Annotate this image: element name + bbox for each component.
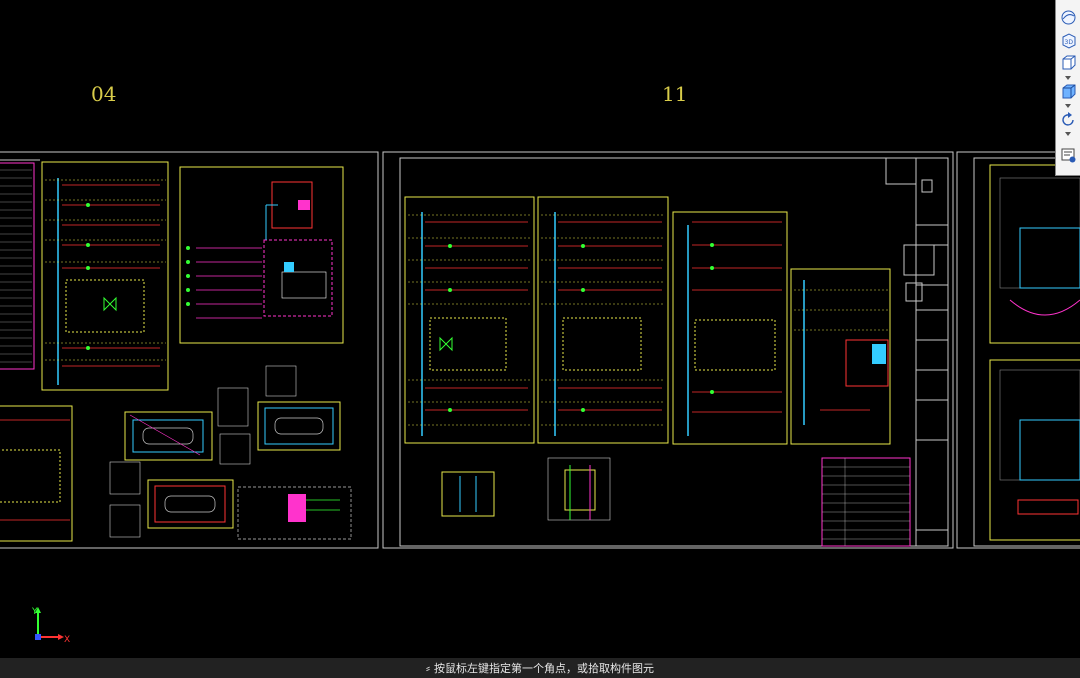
sheet-frame-left <box>0 151 379 549</box>
top-view-cube-icon[interactable] <box>1059 53 1078 72</box>
view-navigation-toolbar: 3D <box>1055 0 1080 176</box>
orbit-icon[interactable] <box>1059 8 1078 27</box>
equipment-diagram-left <box>237 486 352 540</box>
ucs-axis-icon: Y X <box>31 607 70 645</box>
shaded-cube-icon[interactable] <box>1059 82 1078 101</box>
command-prompt-text: 按鼠标左键指定第一个角点，或拾取构件图元 <box>434 662 654 675</box>
equipment-tables-left <box>109 365 297 538</box>
ucs-x-label: X <box>64 635 70 645</box>
sheet-frame-middle <box>382 151 954 549</box>
rotate-icon[interactable] <box>1059 110 1078 129</box>
floor-plan-right-lower <box>989 359 1080 541</box>
legend-table-middle <box>821 457 911 547</box>
riser-diagram-d <box>790 268 891 445</box>
sheet-frame-right <box>956 151 1080 549</box>
control-schematic-left <box>179 166 344 344</box>
legend-table-left-lines <box>0 169 32 363</box>
meeting-room-plan-3 <box>147 479 234 529</box>
riser-diagram-c <box>672 211 788 445</box>
sheet-label-11: 11 <box>662 82 688 106</box>
cabinet-detail <box>441 471 495 517</box>
equipment-diagram-middle <box>547 457 611 521</box>
riser-diagram-left-lower <box>0 405 73 542</box>
3d-view-icon[interactable]: 3D <box>1059 31 1078 50</box>
riser-diagram-b <box>537 196 669 444</box>
meeting-room-plan-2 <box>257 401 341 451</box>
floor-plan-right-upper <box>989 164 1080 344</box>
crosshair-cursor-icon: ⸗ <box>426 661 430 675</box>
sheet-label-04: 04 <box>91 82 117 106</box>
meeting-room-plan-1 <box>124 411 213 461</box>
view-list-icon[interactable] <box>1059 146 1078 165</box>
riser-diagram-left <box>41 161 169 391</box>
ucs-y-label: Y <box>31 607 38 617</box>
command-status-bar: ⸗ 按鼠标左键指定第一个角点，或拾取构件图元 <box>0 658 1080 678</box>
svg-text:3D: 3D <box>1065 39 1074 46</box>
legend-table-left <box>0 162 35 370</box>
riser-diagram-a <box>404 196 535 444</box>
